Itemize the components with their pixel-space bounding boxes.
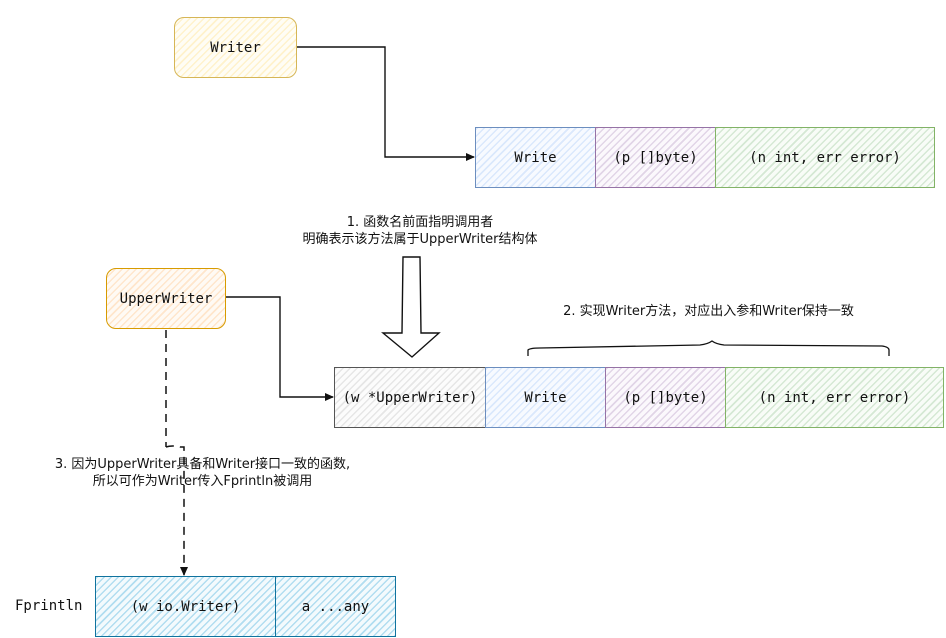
struct-method-params-cell[interactable]: (p []byte)	[605, 367, 726, 428]
interface-method-name: Write	[514, 149, 557, 166]
struct-method-receiver-cell[interactable]: (w *UpperWriter)	[334, 367, 486, 428]
note-3-line-1: 3. 因为UpperWriter具备和Writer接口一致的函数,	[54, 457, 351, 472]
note-1-line-2: 明确表示该方法属于UpperWriter结构体	[302, 232, 538, 247]
interface-method-params: (p []byte)	[613, 149, 698, 166]
upperwriter-struct-box[interactable]: UpperWriter	[106, 268, 226, 329]
interface-method-returns: (n int, err error)	[749, 149, 901, 166]
interface-method-name-cell[interactable]: Write	[475, 127, 596, 188]
note-3-line-2: 所以可作为Writer传入Fprintln被调用	[92, 474, 313, 489]
writer-interface-box[interactable]: Writer	[174, 17, 297, 78]
note-1: 1. 函数名前面指明调用者 明确表示该方法属于UpperWriter结构体	[255, 214, 585, 248]
writer-interface-label: Writer	[210, 39, 261, 56]
connector-upperwriter-to-signature	[226, 296, 334, 401]
note-2-text: 2. 实现Writer方法，对应出入参和Writer保持一致	[563, 304, 854, 319]
note-2: 2. 实现Writer方法，对应出入参和Writer保持一致	[536, 303, 881, 320]
note-1-line-1: 1. 函数名前面指明调用者	[346, 215, 494, 230]
struct-method-params: (p []byte)	[623, 389, 708, 406]
struct-method-name-cell[interactable]: Write	[485, 367, 606, 428]
fprintln-param-any-cell[interactable]: a ...any	[275, 576, 396, 637]
connector-writer-to-signature	[297, 46, 475, 161]
struct-method-returns-cell[interactable]: (n int, err error)	[725, 367, 944, 428]
struct-method-name: Write	[524, 389, 567, 406]
fprintln-param-writer-cell[interactable]: (w io.Writer)	[95, 576, 276, 637]
interface-method-params-cell[interactable]: (p []byte)	[595, 127, 716, 188]
fprintln-param-any: a ...any	[301, 598, 370, 615]
interface-method-returns-cell[interactable]: (n int, err error)	[715, 127, 935, 188]
down-arrow-icon	[381, 256, 441, 358]
struct-method-returns: (n int, err error)	[758, 389, 911, 406]
curly-brace-icon	[527, 340, 890, 356]
fprintln-label: Fprintln	[15, 598, 83, 614]
note-3: 3. 因为UpperWriter具备和Writer接口一致的函数, 所以可作为W…	[20, 456, 385, 490]
connector-upperwriter-to-fprintln-dashed	[165, 330, 184, 575]
upperwriter-struct-label: UpperWriter	[119, 290, 213, 307]
struct-method-receiver: (w *UpperWriter)	[342, 389, 478, 406]
fprintln-param-writer: (w io.Writer)	[130, 598, 241, 615]
